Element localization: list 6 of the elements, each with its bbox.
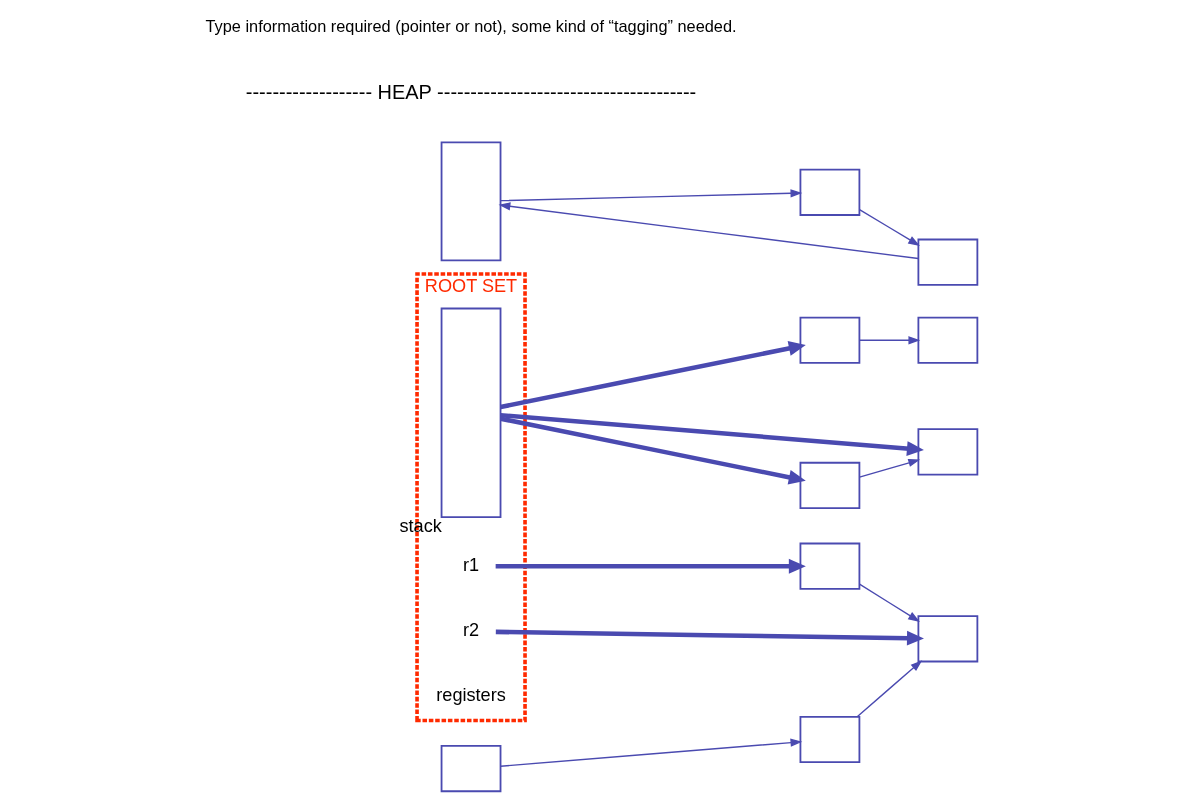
node-text: r1 <box>462 554 480 575</box>
node-text: r2 <box>462 620 480 641</box>
label: ------------------- HEAP --------------------------------------- <box>245 80 697 103</box>
label: registers <box>436 685 506 706</box>
node-label: stack <box>399 515 442 536</box>
label: Type information required (pointer or not), some kind of “tagging” needed. <box>205 17 737 36</box>
